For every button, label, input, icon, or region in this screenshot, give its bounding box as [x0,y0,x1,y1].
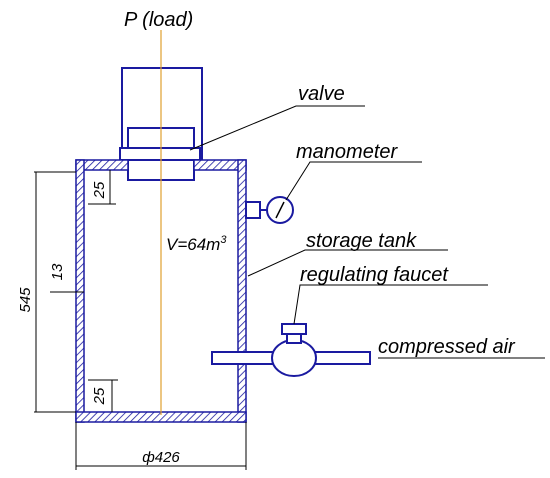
valve-leader [189,105,365,151]
volume-exponent: 3 [220,234,227,246]
load-label: P (load) [124,9,193,31]
manometer-fitting [245,201,261,219]
diameter-dimension [75,422,247,470]
bottom-dim-text: 25 [91,387,108,405]
regulating-faucet-label: regulating faucet [300,264,449,286]
faucet-handle [281,323,307,335]
storage-tank-leader [247,249,448,277]
faucet-body [271,339,317,377]
valve-label: valve [298,83,345,105]
diameter-dim-text: ф426 [142,449,180,466]
manometer-leader [285,161,422,201]
wall-dim-text: 13 [49,263,66,280]
faucet-leader [293,284,488,325]
manometer-label: manometer [296,141,398,163]
storage-tank-label: storage tank [306,230,417,252]
height-dimension [34,171,76,413]
manometer-needle [275,201,285,219]
compressed-air-label: compressed air [378,336,516,358]
tank-left-wall [75,159,85,423]
height-dim-text: 545 [17,287,34,313]
volume-text: V=64m [166,235,220,254]
valve-seat [119,147,201,161]
leader-lines [189,105,545,359]
tank-right-wall [237,159,247,423]
top-dim-text: 25 [91,181,108,199]
volume-label: V=64m3 [166,234,227,254]
